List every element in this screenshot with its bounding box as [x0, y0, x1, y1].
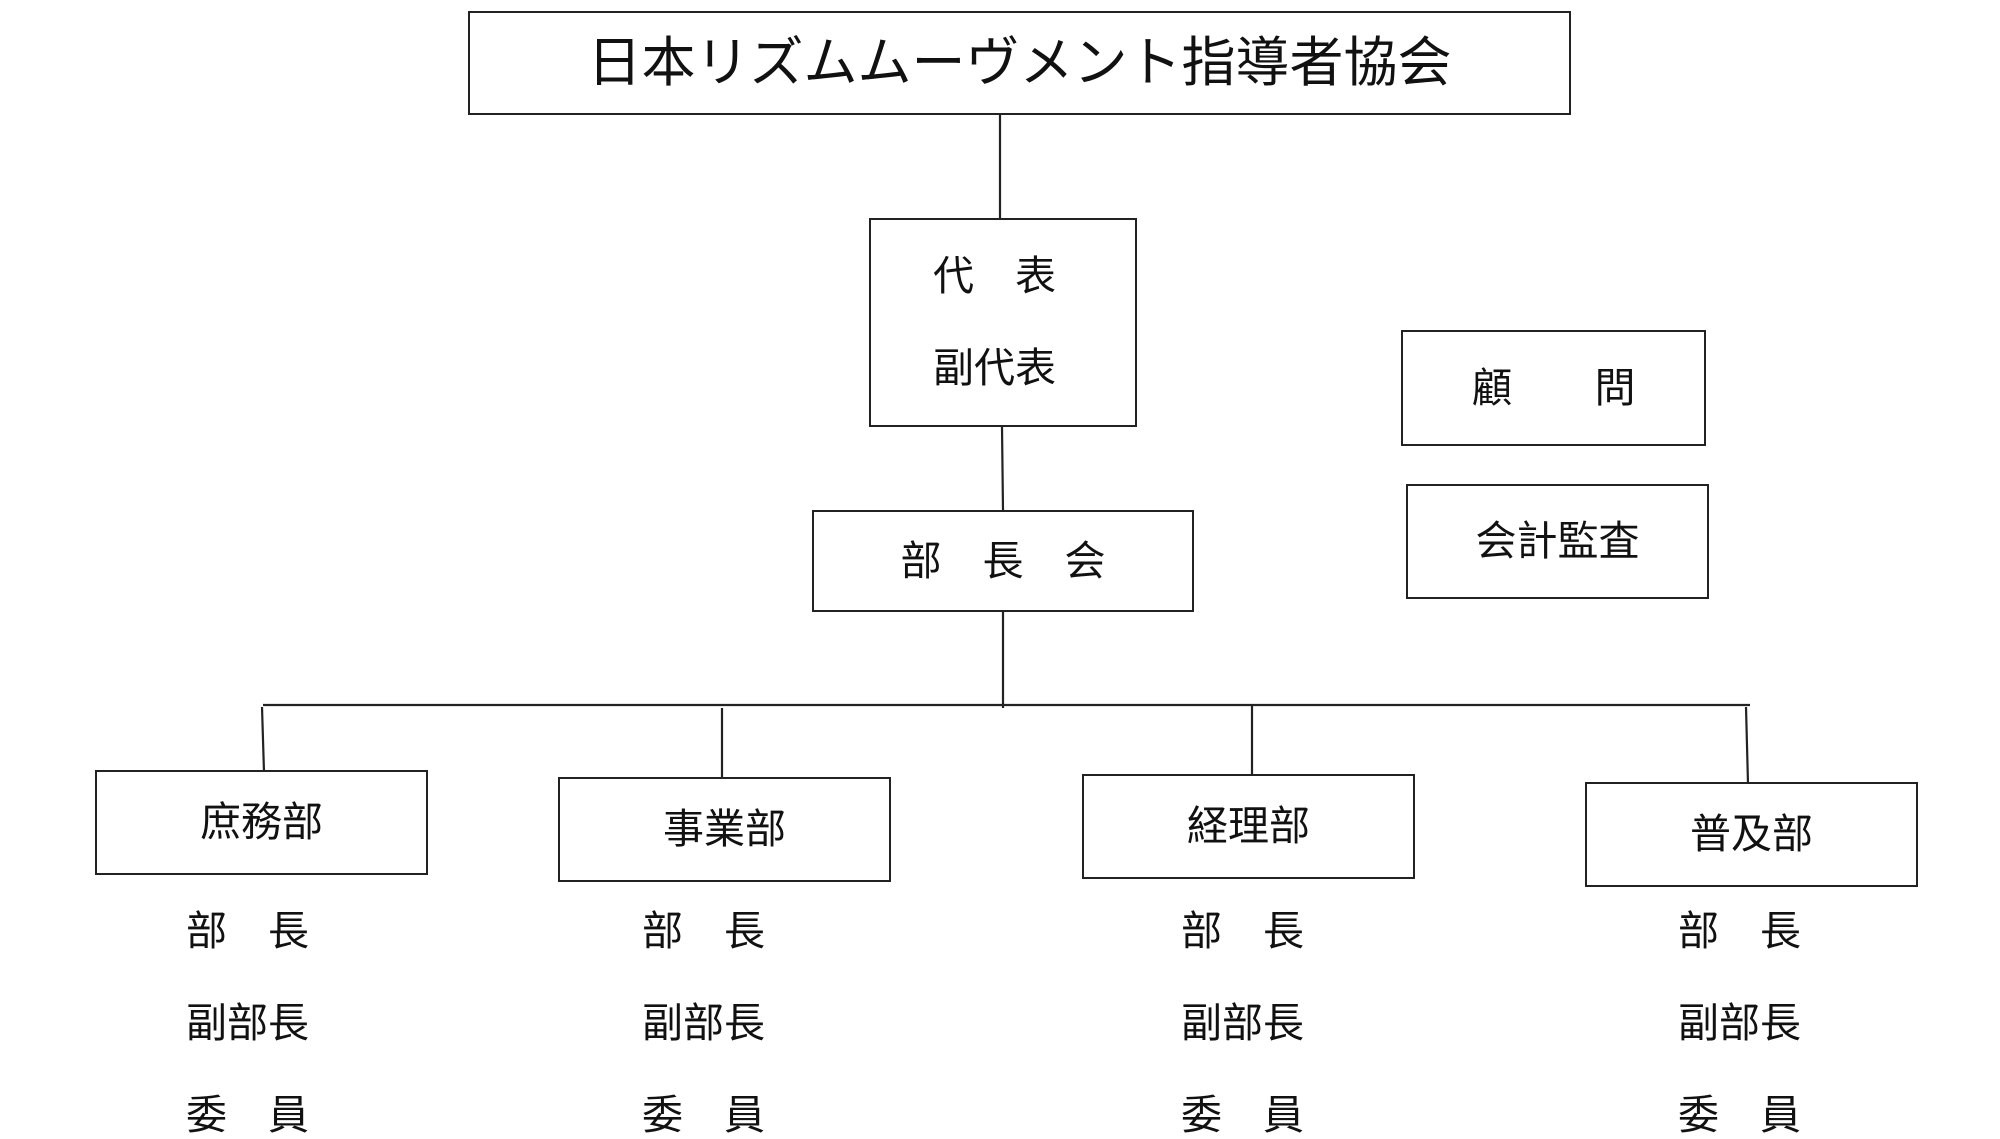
department-role: 部 長 [1181, 907, 1304, 955]
department-role: 委 員 [1678, 1091, 1801, 1139]
leadership-box [869, 218, 1137, 427]
representative-label: 代 表 [933, 252, 1056, 300]
department-role: 委 員 [642, 1091, 765, 1139]
department-role: 副部長 [642, 999, 765, 1047]
department-role: 委 員 [186, 1091, 309, 1139]
connector-branch-to-shomu [260, 706, 266, 773]
department-role: 副部長 [1678, 999, 1801, 1047]
vice-representative-label: 副代表 [933, 344, 1056, 392]
department-role: 部 長 [186, 907, 309, 955]
connector-leadership-to-council [1000, 426, 1005, 511]
department-role: 副部長 [1181, 999, 1304, 1047]
advisor-box: 顧 問 [1401, 330, 1706, 446]
department-role: 副部長 [186, 999, 309, 1047]
department-name: 庶務部 [200, 798, 323, 846]
council-label: 部 長 会 [900, 536, 1106, 585]
department-role: 部 長 [1678, 907, 1801, 955]
department-role: 部 長 [642, 907, 765, 955]
organization-name: 日本リズムムーヴメント指導者協会 [587, 31, 1452, 94]
department-name: 事業部 [663, 805, 786, 853]
advisor-label: 顧 問 [1471, 363, 1636, 412]
auditor-label: 会計監査 [1475, 517, 1640, 565]
department-role: 委 員 [1181, 1091, 1304, 1139]
connector-branch-to-fukyu [1744, 706, 1750, 785]
auditor-box: 会計監査 [1406, 484, 1709, 599]
department-name: 普及部 [1690, 810, 1813, 858]
department-box-jigyo: 事業部 [558, 777, 891, 882]
department-name: 経理部 [1187, 802, 1310, 850]
organization-box: 日本リズムムーヴメント指導者協会 [468, 11, 1571, 115]
department-box-fukyu: 普及部 [1585, 782, 1918, 887]
department-box-keiri: 経理部 [1082, 774, 1415, 879]
department-box-shomu: 庶務部 [95, 770, 428, 875]
council-box: 部 長 会 [812, 510, 1194, 612]
